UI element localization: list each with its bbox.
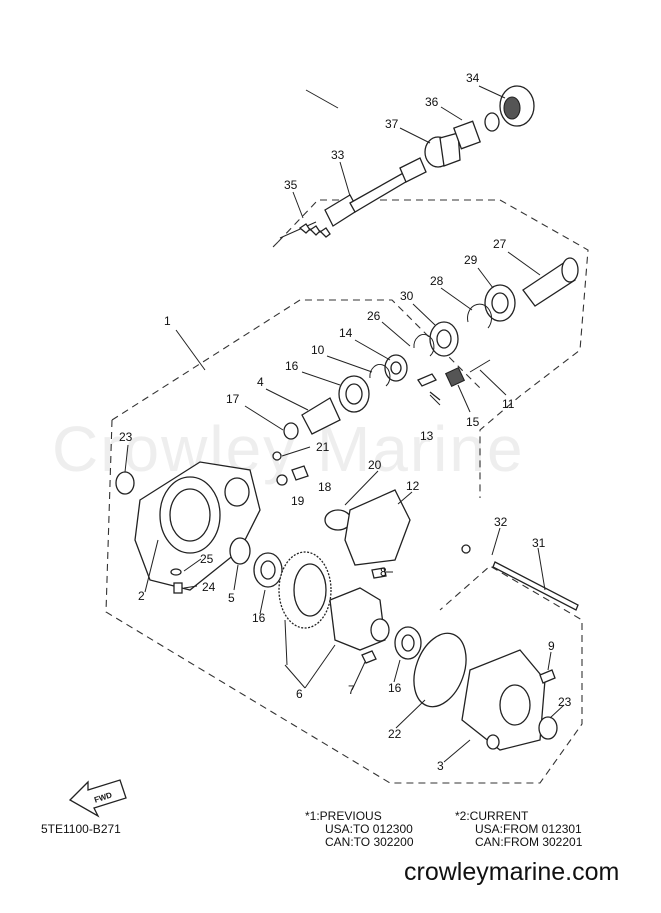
shim-13 bbox=[417, 373, 441, 401]
pin-32 bbox=[461, 544, 471, 554]
callout-2: 2 bbox=[138, 589, 145, 603]
switch-18 bbox=[291, 465, 309, 481]
o-ring-22 bbox=[413, 632, 467, 708]
callout-7: 7 bbox=[348, 683, 355, 697]
plate-15 bbox=[444, 366, 466, 388]
collar-17 bbox=[283, 422, 299, 440]
callout-23-left: 23 bbox=[119, 430, 133, 444]
callout-30: 30 bbox=[400, 289, 414, 303]
differential-group bbox=[253, 489, 467, 708]
shaft-31 bbox=[492, 561, 579, 611]
callout-labels: 34 36 37 33 35 27 29 28 30 26 14 10 16 4… bbox=[119, 71, 572, 773]
callout-33: 33 bbox=[331, 148, 345, 162]
callout-1: 1 bbox=[164, 314, 171, 328]
bolt-24 bbox=[173, 582, 183, 594]
callout-19: 19 bbox=[291, 494, 305, 508]
shaft-33 bbox=[349, 171, 410, 213]
bolt-9 bbox=[539, 669, 556, 684]
callout-23-right: 23 bbox=[558, 695, 572, 709]
callout-16-bottom: 16 bbox=[388, 681, 402, 695]
leader-lines bbox=[124, 85, 565, 763]
callout-5: 5 bbox=[228, 591, 235, 605]
fwd-arrow-icon: FWD bbox=[68, 779, 127, 818]
notes-current-title: *2:CURRENT bbox=[455, 809, 529, 823]
callout-34: 34 bbox=[466, 71, 480, 85]
callout-29: 29 bbox=[464, 253, 478, 267]
circlip-26 bbox=[413, 334, 435, 357]
callout-36: 36 bbox=[425, 95, 439, 109]
notes-current-can: CAN:FROM 302201 bbox=[475, 835, 583, 849]
notes-current: *2:CURRENT USA:FROM 012301 CAN:FROM 3022… bbox=[455, 810, 582, 849]
spline-33 bbox=[399, 157, 427, 183]
callout-13: 13 bbox=[420, 429, 434, 443]
callout-31: 31 bbox=[532, 536, 546, 550]
callout-18: 18 bbox=[318, 480, 332, 494]
cover-12 bbox=[344, 489, 411, 566]
washer-25 bbox=[170, 568, 182, 576]
spring-35 bbox=[298, 223, 331, 238]
callout-16-left: 16 bbox=[252, 611, 266, 625]
callout-15: 15 bbox=[466, 415, 480, 429]
callout-9: 9 bbox=[548, 639, 555, 653]
o-ring-5 bbox=[229, 537, 251, 565]
rear-case-group bbox=[461, 544, 579, 751]
callout-21: 21 bbox=[316, 440, 330, 454]
callout-10: 10 bbox=[311, 343, 325, 357]
diagram-code: 5TE1100-B271 bbox=[41, 822, 121, 836]
callout-6: 6 bbox=[296, 687, 303, 701]
notes-previous: *1:PREVIOUS USA:TO 012300 CAN:TO 302200 bbox=[305, 810, 414, 849]
callout-16-top: 16 bbox=[285, 359, 299, 373]
callout-17: 17 bbox=[226, 392, 240, 406]
callout-3: 3 bbox=[437, 759, 444, 773]
callout-24: 24 bbox=[202, 580, 216, 594]
pinion-gear-4 bbox=[301, 397, 341, 435]
callout-25: 25 bbox=[200, 552, 214, 566]
callout-11: 11 bbox=[502, 397, 515, 411]
callout-22: 22 bbox=[388, 727, 402, 741]
oil-seal-23b bbox=[538, 716, 558, 740]
circlip-28 bbox=[467, 303, 492, 329]
callout-8: 8 bbox=[380, 565, 387, 579]
callout-12: 12 bbox=[406, 479, 420, 493]
callout-32: 32 bbox=[494, 515, 508, 529]
housing-group bbox=[115, 451, 352, 594]
site-url: crowleymarine.com bbox=[404, 858, 620, 886]
oil-seal-23a bbox=[115, 471, 135, 495]
drive-shaft-assembly bbox=[279, 85, 535, 239]
notes-current-usa: USA:FROM 012301 bbox=[475, 822, 582, 836]
washer-19 bbox=[276, 474, 288, 486]
bolt-8 bbox=[371, 567, 387, 579]
callout-4: 4 bbox=[257, 375, 264, 389]
callout-27: 27 bbox=[493, 237, 507, 251]
callout-26: 26 bbox=[367, 309, 381, 323]
pinion-gear-group bbox=[283, 257, 579, 440]
coupling-33-hub bbox=[324, 194, 359, 227]
callout-35: 35 bbox=[284, 178, 298, 192]
callout-37: 37 bbox=[385, 117, 399, 131]
callout-20: 20 bbox=[368, 458, 382, 472]
screw-21 bbox=[272, 451, 282, 461]
notes-previous-title: *1:PREVIOUS bbox=[305, 809, 382, 823]
pin-11 bbox=[469, 359, 491, 373]
notes-previous-can: CAN:TO 302200 bbox=[325, 835, 414, 849]
bolt-7 bbox=[361, 650, 377, 664]
notes-previous-usa: USA:TO 012300 bbox=[325, 822, 413, 836]
callout-28: 28 bbox=[430, 274, 444, 288]
callout-14: 14 bbox=[339, 326, 353, 340]
collar-36 bbox=[453, 120, 481, 150]
